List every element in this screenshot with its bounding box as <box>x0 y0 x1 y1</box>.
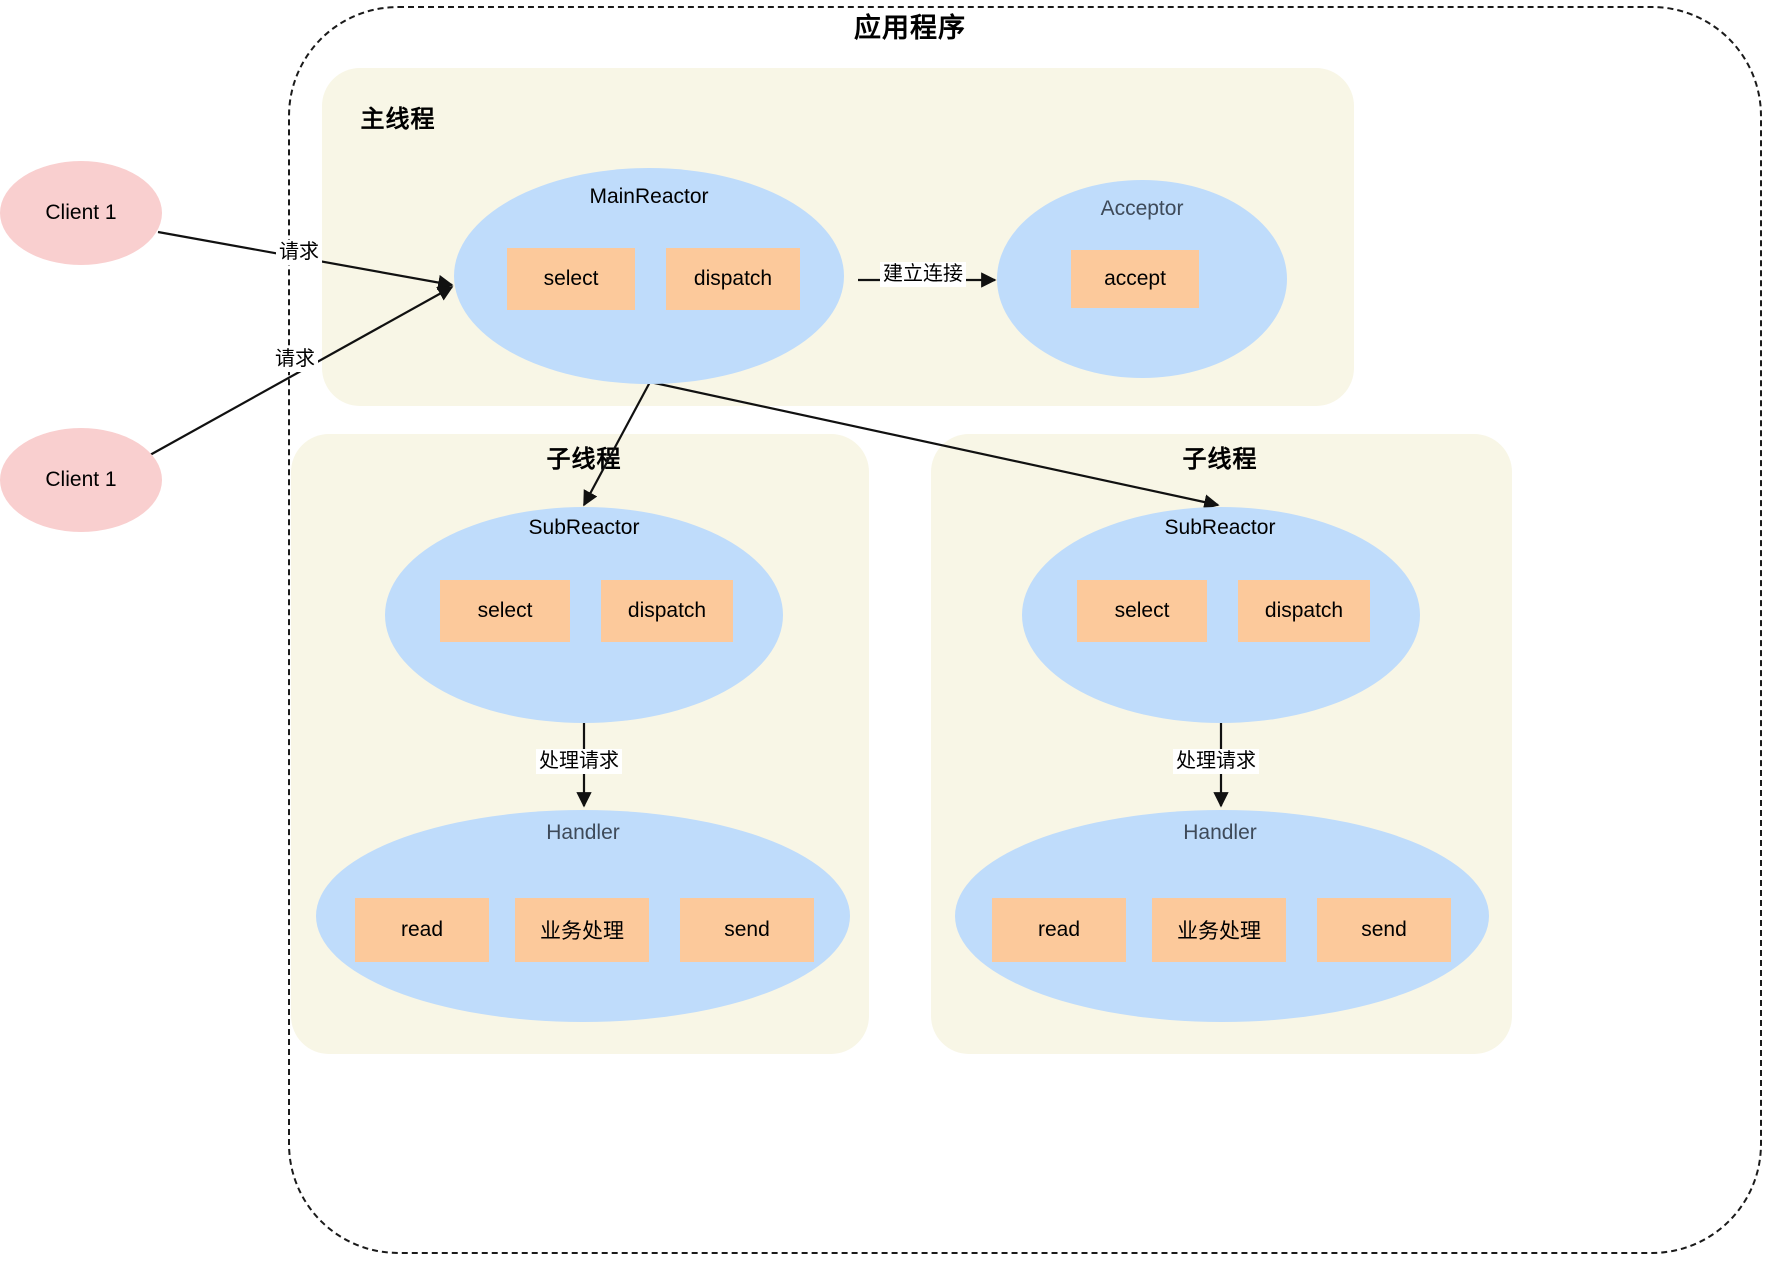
main-reactor-op-select[interactable]: select <box>507 248 635 310</box>
main-reactor-label: MainReactor <box>589 185 709 208</box>
client-node-2-label: Client 1 <box>45 468 117 491</box>
handler-right-op-business[interactable]: 业务处理 <box>1152 898 1286 962</box>
sub-reactor-left-op-select[interactable]: select <box>440 580 570 642</box>
edge-label-request-1: 请求 <box>276 240 322 265</box>
panel-title-sub-thread-right: 子线程 <box>1182 446 1258 473</box>
application-title: 应用程序 <box>854 13 966 43</box>
acceptor-op-accept[interactable]: accept <box>1071 250 1199 308</box>
acceptor-label: Acceptor <box>1100 197 1184 220</box>
client-node-1[interactable] <box>0 161 162 265</box>
edge-label-establish-connection: 建立连接 <box>880 262 966 287</box>
main-reactor-op-dispatch[interactable]: dispatch <box>666 248 800 310</box>
handler-left-label: Handler <box>546 821 620 844</box>
edge-label-process-request-left: 处理请求 <box>536 749 622 774</box>
sub-reactor-right-label: SubReactor <box>1164 516 1276 539</box>
handler-right-label: Handler <box>1183 821 1257 844</box>
panel-title-main-thread: 主线程 <box>360 106 436 133</box>
sub-reactor-left-label: SubReactor <box>528 516 640 539</box>
sub-reactor-right-op-dispatch[interactable]: dispatch <box>1238 580 1370 642</box>
handler-right-op-send[interactable]: send <box>1317 898 1451 962</box>
client-node-2[interactable] <box>0 428 162 532</box>
handler-left-op-business[interactable]: 业务处理 <box>515 898 649 962</box>
client-node-1-label: Client 1 <box>45 201 117 224</box>
sub-reactor-right-op-select[interactable]: select <box>1077 580 1207 642</box>
handler-left-op-send[interactable]: send <box>680 898 814 962</box>
edge-label-request-2: 请求 <box>272 347 318 372</box>
application-boundary <box>288 6 1762 1254</box>
sub-reactor-left-op-dispatch[interactable]: dispatch <box>601 580 733 642</box>
handler-right-op-read[interactable]: read <box>992 898 1126 962</box>
handler-left-op-read[interactable]: read <box>355 898 489 962</box>
edge-label-process-request-right: 处理请求 <box>1173 749 1259 774</box>
